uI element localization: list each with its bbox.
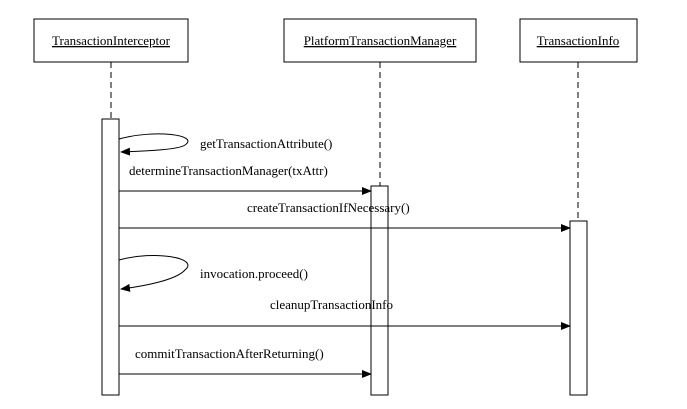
interceptor-activation: [101, 118, 120, 396]
manager-label: PlatformTransactionManager: [304, 33, 457, 48]
cleanup-info-label: cleanupTransactionInfo: [270, 297, 393, 312]
manager-box: [283, 18, 477, 63]
self-call-proceed-arrow: [118, 255, 189, 292]
self-call-get-attribute-arrow: [118, 133, 189, 156]
info-activation: [569, 220, 588, 396]
commit-after-returning-label: commitTransactionAfterReturning(): [135, 346, 324, 361]
interceptor-box: [33, 18, 189, 63]
create-transaction-label: createTransactionIfNecessary(): [247, 200, 410, 215]
determine-manager-label: determineTransactionManager(txAttr): [129, 163, 328, 178]
get-attribute-label: getTransactionAttribute(): [200, 136, 332, 151]
manager-activation: [370, 185, 389, 396]
invocation-proceed-label: invocation.proceed(): [200, 266, 308, 281]
info-label: TransactionInfo: [537, 33, 620, 48]
interceptor-label: TransactionInterceptor: [52, 33, 171, 48]
info-box: [519, 18, 638, 63]
